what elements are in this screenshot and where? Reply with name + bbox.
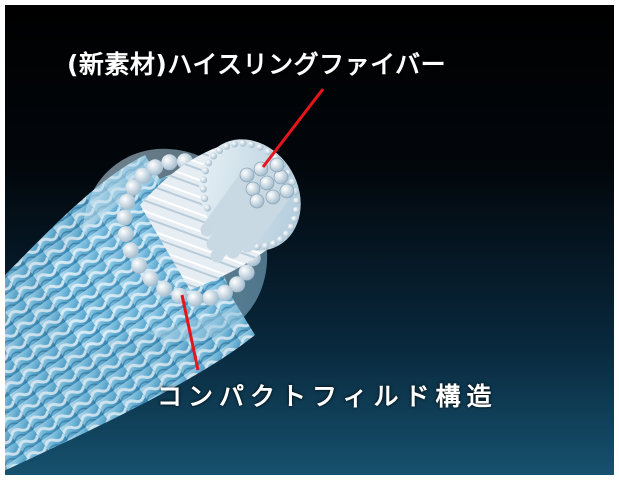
core-filament bbox=[226, 190, 280, 259]
core-filament bbox=[240, 184, 294, 253]
inner-bead bbox=[201, 195, 209, 203]
bead bbox=[161, 154, 178, 171]
inner-bead bbox=[202, 167, 209, 175]
inner-bead bbox=[287, 223, 295, 231]
inner-bead bbox=[288, 178, 296, 186]
inner-bead bbox=[205, 159, 213, 167]
bead bbox=[131, 257, 148, 274]
string-cross-section-graphic bbox=[5, 88, 325, 471]
core-filament-end bbox=[249, 193, 265, 209]
core-filament bbox=[214, 162, 268, 231]
inner-bead bbox=[231, 140, 238, 148]
bead bbox=[216, 284, 233, 301]
inner-bead bbox=[291, 215, 298, 223]
bead bbox=[238, 264, 255, 281]
core-filament-end bbox=[239, 167, 255, 183]
inner-bead bbox=[269, 240, 277, 248]
bead bbox=[117, 226, 134, 243]
bead bbox=[125, 179, 142, 196]
inner-bead bbox=[239, 139, 247, 147]
bead bbox=[202, 289, 219, 306]
top-leader-line bbox=[261, 88, 325, 168]
bead bbox=[142, 270, 159, 287]
bead bbox=[116, 209, 133, 226]
inner-bead bbox=[223, 142, 231, 150]
core-filament bbox=[200, 168, 254, 237]
bead bbox=[187, 290, 204, 307]
inner-bead bbox=[256, 143, 264, 151]
inner-bead bbox=[264, 148, 272, 156]
core-filament-bundle bbox=[200, 157, 295, 263]
core-filament-end bbox=[279, 183, 295, 199]
inner-bead bbox=[204, 204, 212, 212]
compact-filled-structure-label: コンパクトフィルド構造 bbox=[157, 382, 498, 411]
inner-bead bbox=[247, 140, 255, 148]
inner-bead bbox=[199, 185, 207, 193]
inner-bead bbox=[276, 236, 284, 243]
high-sling-fiber-label: (新素材)ハイスリングファイバー bbox=[67, 50, 447, 79]
core-filament-end bbox=[269, 157, 285, 173]
dark-background-panel: (新素材)ハイスリングファイバー コンパクトフィルド構造 bbox=[5, 5, 614, 475]
bead bbox=[119, 193, 136, 210]
inner-bead bbox=[216, 147, 224, 154]
inner-bead bbox=[292, 206, 300, 214]
bead bbox=[122, 242, 139, 259]
core-filament-end bbox=[265, 189, 281, 205]
inner-bead bbox=[200, 176, 208, 184]
inner-bead bbox=[293, 197, 301, 205]
bottom-leader-line bbox=[180, 294, 200, 371]
inner-bead bbox=[210, 152, 218, 160]
bead bbox=[156, 280, 173, 297]
inner-bead bbox=[262, 242, 269, 250]
bead bbox=[171, 287, 188, 304]
bead bbox=[134, 167, 151, 184]
inner-bead bbox=[282, 230, 290, 238]
core-filament-end bbox=[259, 175, 275, 191]
bead bbox=[147, 159, 164, 176]
bead bbox=[229, 276, 246, 293]
